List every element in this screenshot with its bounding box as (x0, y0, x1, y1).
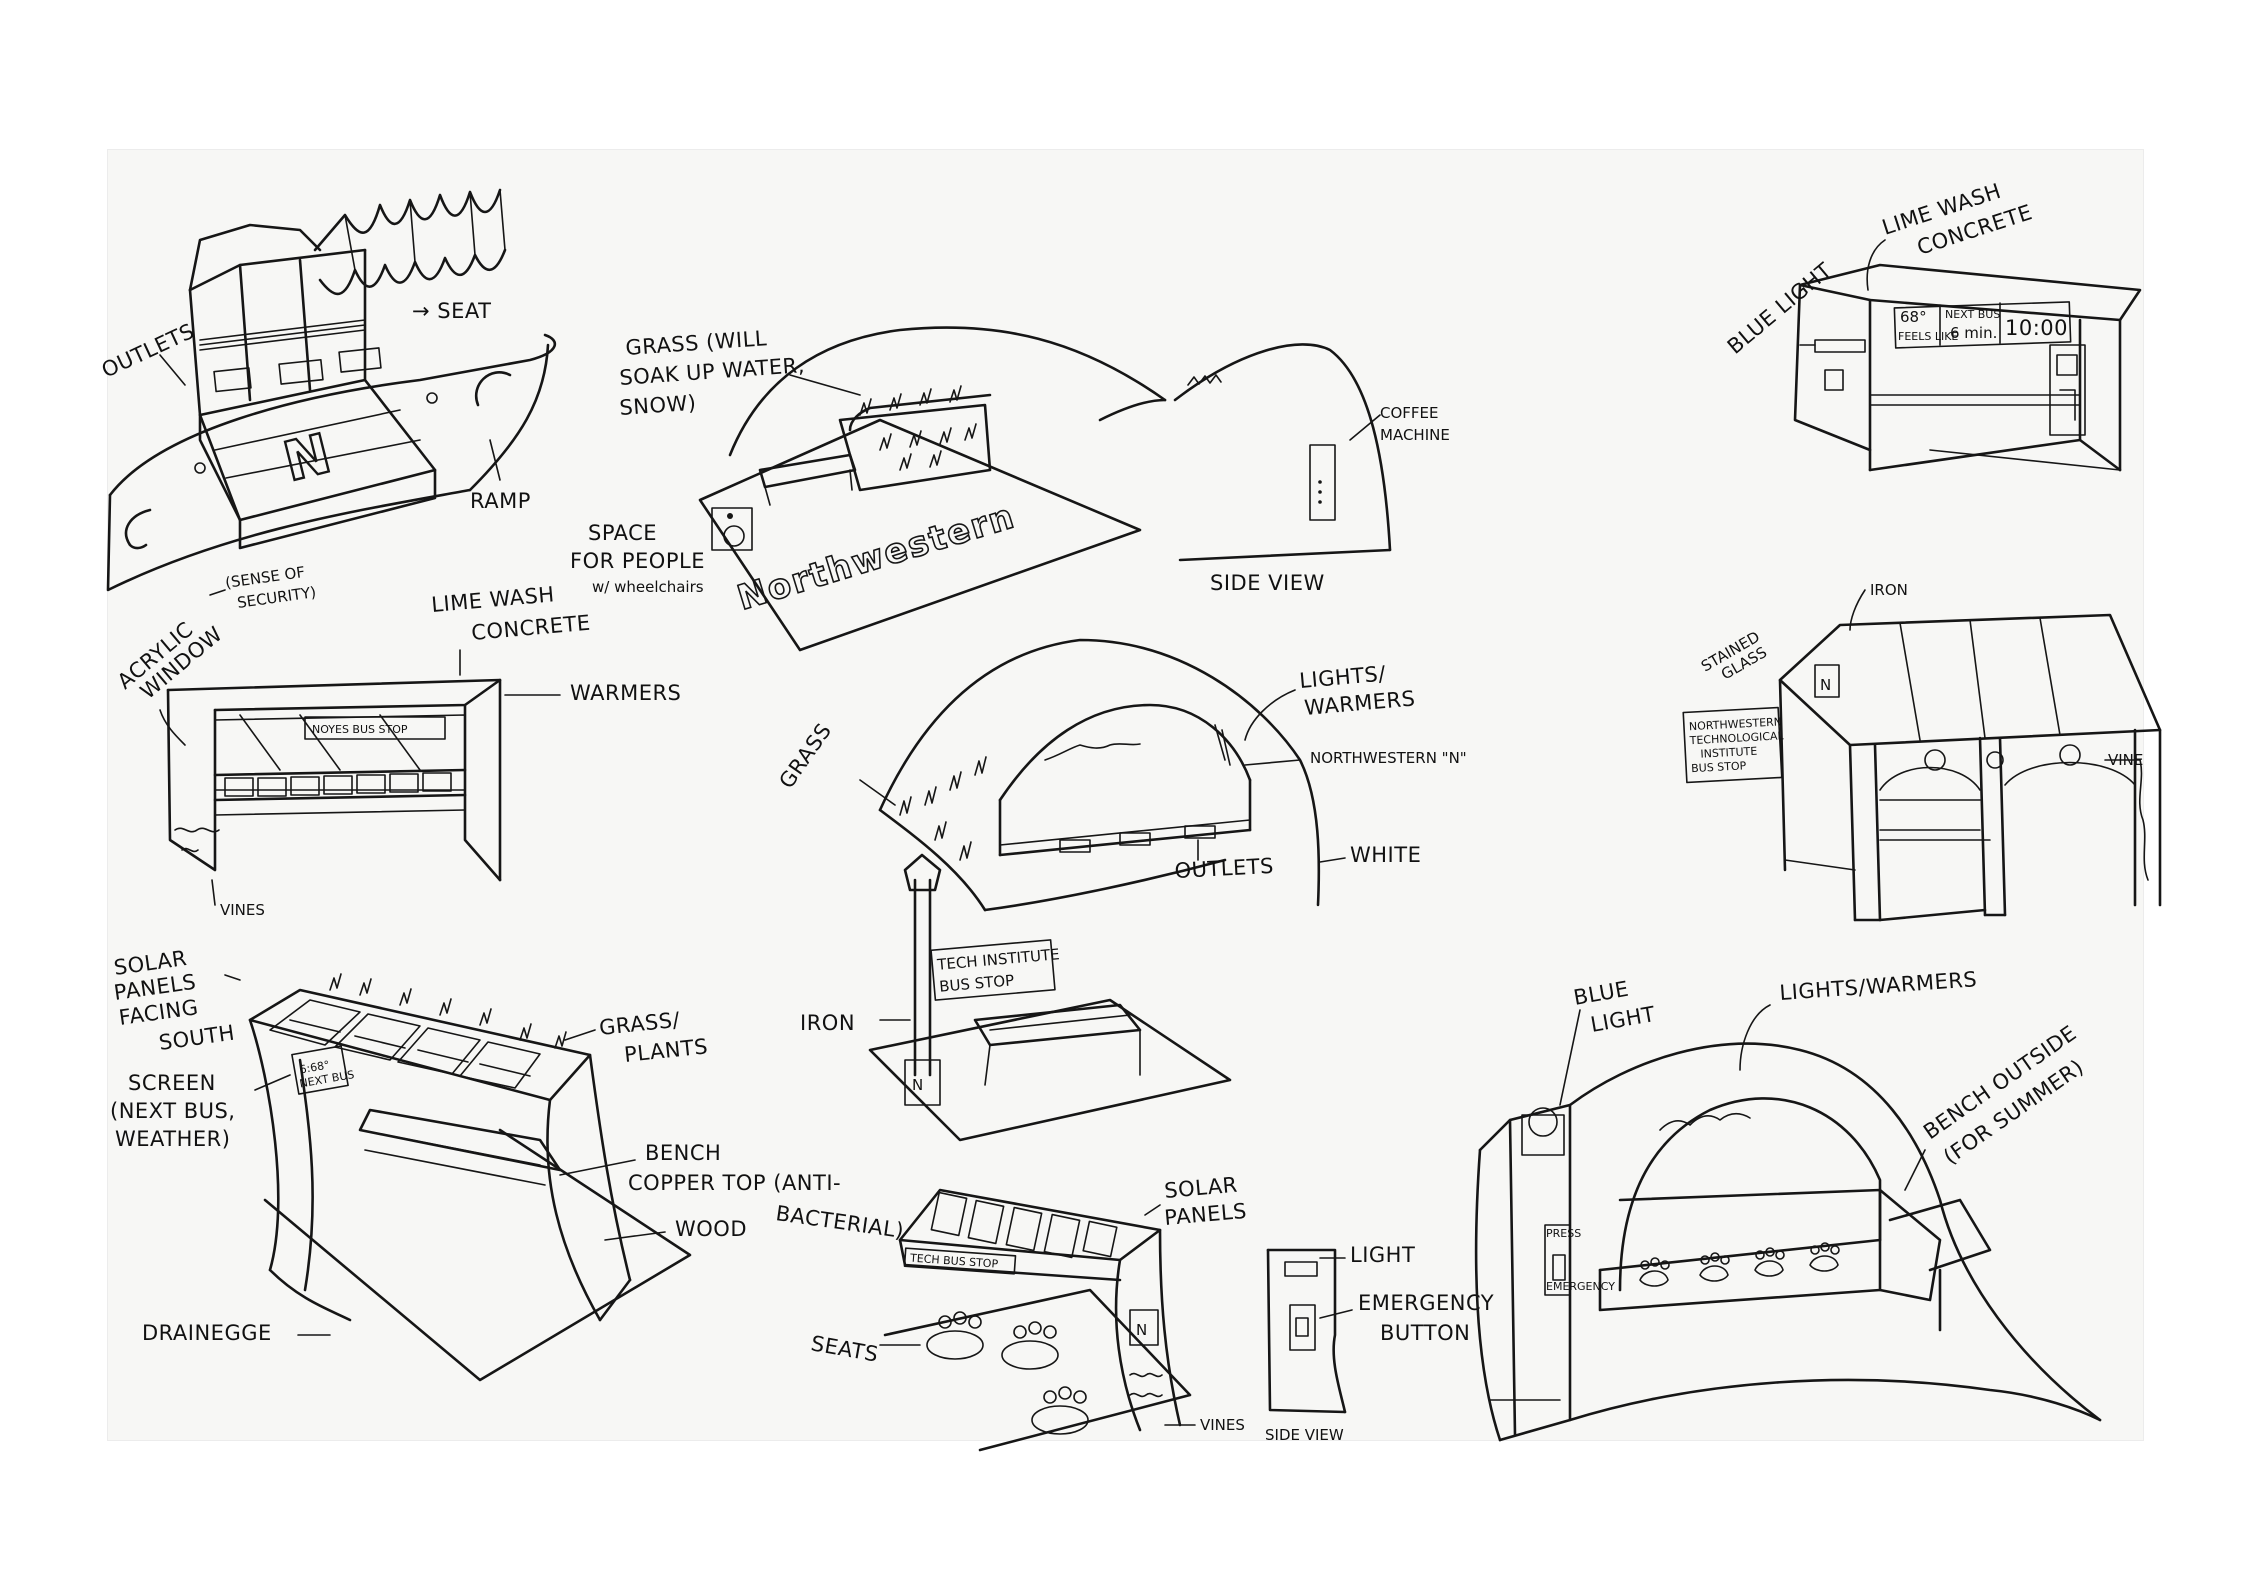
label-vines-8: VINES (1200, 1416, 1245, 1434)
label-outlets: OUTLETS (98, 319, 198, 383)
panel-label-a: PRESS (1546, 1227, 1581, 1240)
label-grass-7b: PLANTS (623, 1034, 709, 1067)
label-lime-wash-4b: CONCRETE (470, 611, 591, 645)
label-warmers-4: WARMERS (570, 681, 681, 705)
screen-next-bus: NEXT BUS (1945, 308, 2000, 321)
label-lights-5a: LIGHTS/ (1298, 661, 1387, 693)
label-solar-8a: SOLAR (1163, 1173, 1238, 1203)
sketch-paw-arch: PRESS EMERGENCY BLUE LIGHT LIGHTS/WARMER… (1476, 967, 2100, 1440)
sketch-big-arch: N TECH INSTITUTE BUS STOP GRASS LIGHTS/ … (774, 640, 1466, 1140)
screen-time: 10:00 (2005, 316, 2068, 340)
label-northwestern-n: NORTHWESTERN "N" (1310, 749, 1467, 767)
label-screen-7b: (NEXT BUS, (110, 1099, 235, 1123)
panel-label-b: EMERGENCY (1546, 1280, 1615, 1293)
noyes-sign: NOYES BUS STOP (312, 723, 408, 736)
label-light-9: LIGHT (1350, 1243, 1415, 1267)
post-n-logo: N (912, 1076, 923, 1094)
label-outlets-5: OUTLETS (1174, 854, 1274, 883)
label-lights-10: LIGHTS/WARMERS (1779, 967, 1978, 1005)
nti-sign-line3: INSTITUTE (1700, 745, 1758, 761)
label-drainage: DRAINEGGE (142, 1321, 272, 1345)
label-screen-7c: WEATHER) (115, 1127, 230, 1151)
label-solar-7d: SOUTH (157, 1021, 236, 1055)
label-blue-light-10b: LIGHT (1589, 1002, 1657, 1037)
label-bench-7a: BENCH (645, 1141, 721, 1165)
label-side-view-2: SIDE VIEW (1265, 1426, 1344, 1444)
label-space-line2: FOR PEOPLE (570, 549, 705, 573)
tech-sign-line2: BUS STOP (938, 971, 1014, 995)
tech-sign-line1: TECH INSTITUTE (936, 945, 1061, 974)
label-grass-line1: GRASS (WILL (625, 326, 768, 360)
label-lights-5b: WARMERS (1303, 686, 1416, 720)
sketch-grass-arch: Northwestern GRASS (WILL SOAK UP WATER, … (570, 326, 1450, 650)
ground-text: Northwestern (733, 496, 1020, 618)
label-blue-light-10a: BLUE (1572, 977, 1631, 1010)
label-emergency-b: BUTTON (1380, 1321, 1470, 1345)
label-lime-wash-4a: LIME WASH (430, 582, 555, 617)
sketch-solar-bench: 6:68° NEXT BUS SOLAR PANELS FACING SOUTH… (110, 946, 906, 1380)
label-seats: SEATS (809, 1331, 880, 1366)
label-iron-6: IRON (1870, 581, 1908, 599)
label-vines-4: VINES (220, 901, 265, 919)
label-side-view-1: SIDE VIEW (1210, 571, 1325, 595)
n-logo: N (278, 422, 337, 494)
pavilion-n-logo: N (1820, 676, 1831, 694)
label-iron-5: IRON (800, 1011, 855, 1035)
nti-sign-line4: BUS STOP (1691, 759, 1747, 775)
label-blue-light-3: BLUE LIGHT (1723, 258, 1837, 359)
label-bench-7c: BACTERIAL) (774, 1201, 905, 1243)
screen-minutes: 6 min. (1950, 324, 1997, 342)
label-white: WHITE (1350, 843, 1421, 867)
label-solar-8b: PANELS (1163, 1199, 1247, 1230)
label-coffee-line2: MACHINE (1380, 426, 1450, 444)
screen-temp: 68° (1900, 308, 1927, 326)
sketch-ramp-shelter: N OUTLETS → SEAT RAMP (98, 190, 555, 590)
label-screen-7a: SCREEN (128, 1071, 216, 1095)
tech-stop-n-logo: N (1136, 1321, 1147, 1339)
sketch-screen-shelter: 68° FEELS LIKE NEXT BUS 6 min. 10:00 BLU… (1723, 179, 2140, 470)
label-wood: WOOD (675, 1217, 747, 1241)
label-space-line3: w/ wheelchairs (592, 578, 704, 596)
label-grass-line3: SNOW) (619, 391, 698, 420)
label-grass-7a: GRASS/ (598, 1008, 682, 1040)
label-ramp: RAMP (470, 489, 531, 513)
label-bench-7b: COPPER TOP (ANTI- (628, 1171, 841, 1195)
label-emergency-a: EMERGENCY (1358, 1291, 1494, 1315)
label-space-line1: SPACE (588, 521, 657, 545)
sketch-iron-pavilion: N NORTHWESTERN TECHNOLOGICAL INSTITUTE B… (1683, 581, 2160, 920)
label-seat: → SEAT (412, 299, 491, 323)
sketch-emergency-post: LIGHT EMERGENCY BUTTON SIDE VIEW (1265, 1243, 1494, 1444)
label-coffee-line1: COFFEE (1380, 404, 1439, 422)
label-grass-5: GRASS (774, 719, 836, 793)
sketch-noyes-shelter: NOYES BUS STOP ACRYLIC WINDOW (SENSE OF … (113, 563, 682, 919)
